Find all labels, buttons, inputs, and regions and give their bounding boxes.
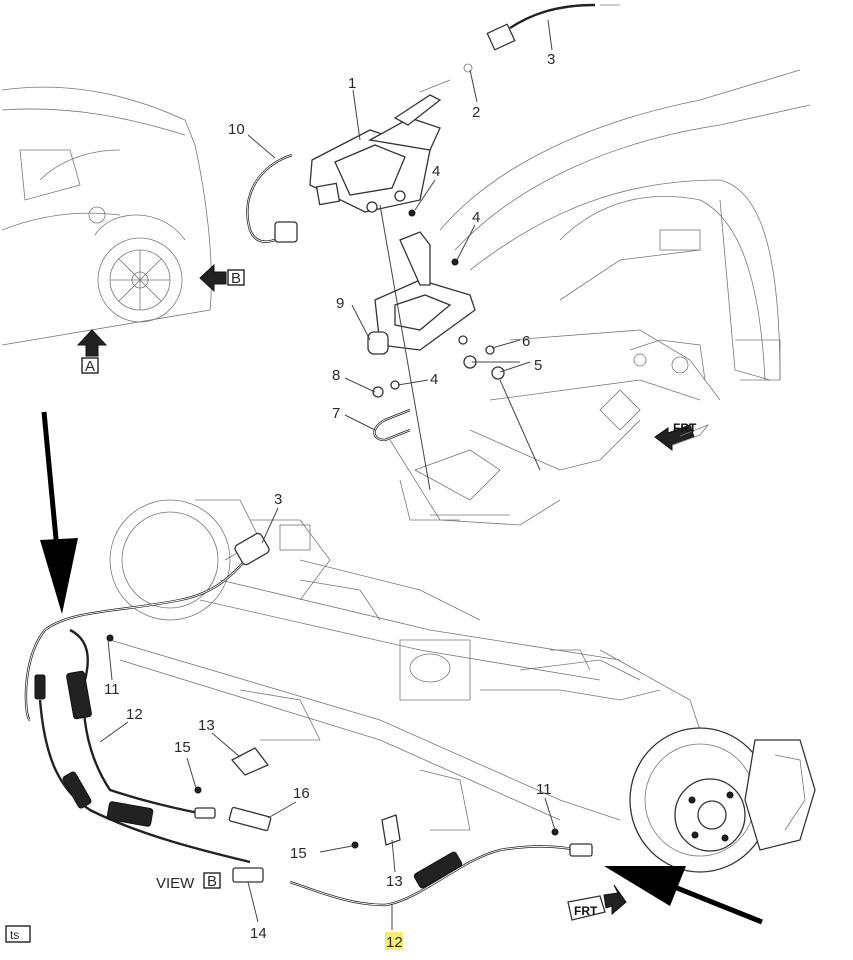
mounting-bracket [367,231,476,355]
pointer-arrow-right [604,866,763,925]
bottom-leader-lines [99,507,556,930]
pointer-arrow-left [40,411,78,614]
view-a-letter: A [85,358,95,375]
callout-4-b: 4 [472,209,480,226]
hose-part-10 [246,153,298,243]
vehicle-rear-inset [1,86,212,346]
callout-12-highlight [385,932,403,950]
brake-actuator-module [309,79,451,213]
frt-top-label: FRT [673,421,697,435]
callout-4-c: 4 [430,371,438,388]
top-leader-lines [247,19,553,491]
cable-end-top [463,3,620,73]
frt-bottom-label: FRT [574,904,598,918]
callout-labels: 1 2 3 4 4 4 5 6 7 8 9 10 3 11 11 12 12 1… [104,51,555,951]
callout-7: 7 [332,405,340,422]
callout-3-low: 3 [274,491,282,508]
callout-11-a: 11 [104,681,120,698]
callout-13-b: 13 [386,873,403,890]
callout-1: 1 [348,75,356,92]
callout-9: 9 [336,295,344,312]
wheelhouse-structure [389,69,811,526]
callout-14: 14 [250,925,267,942]
callout-3-top: 3 [547,51,555,68]
frt-arrow-top: FRT [654,421,710,452]
frt-arrow-bottom: FRT [567,884,627,921]
callout-4-a: 4 [432,163,440,180]
callout-12-a: 12 [126,706,143,723]
corner-tag: ts [5,925,31,943]
view-a-marker: A [76,329,108,375]
u-clip-part-7 [373,408,411,442]
rear-suspension-assembly [109,499,816,873]
callout-11-b: 11 [536,781,552,798]
callout-16: 16 [293,785,310,802]
view-b-caption: VIEW B [156,872,221,892]
view-b-caption-letter: B [207,873,217,890]
view-b-caption-prefix: VIEW [156,875,195,892]
callout-6: 6 [522,333,530,350]
callout-5: 5 [534,357,542,374]
view-b-marker: B [199,263,245,293]
callout-13-a: 13 [198,717,215,734]
view-b-letter: B [231,270,241,287]
corner-tag-text: ts [10,928,19,942]
callout-15-b: 15 [290,845,307,862]
callout-8: 8 [332,367,340,384]
fasteners [372,209,505,398]
callout-2: 2 [472,104,480,121]
parking-brake-cable-12 [24,532,593,907]
callout-10: 10 [228,121,245,138]
callout-15-a: 15 [174,739,191,756]
callout-12-b: 12 [386,934,403,951]
